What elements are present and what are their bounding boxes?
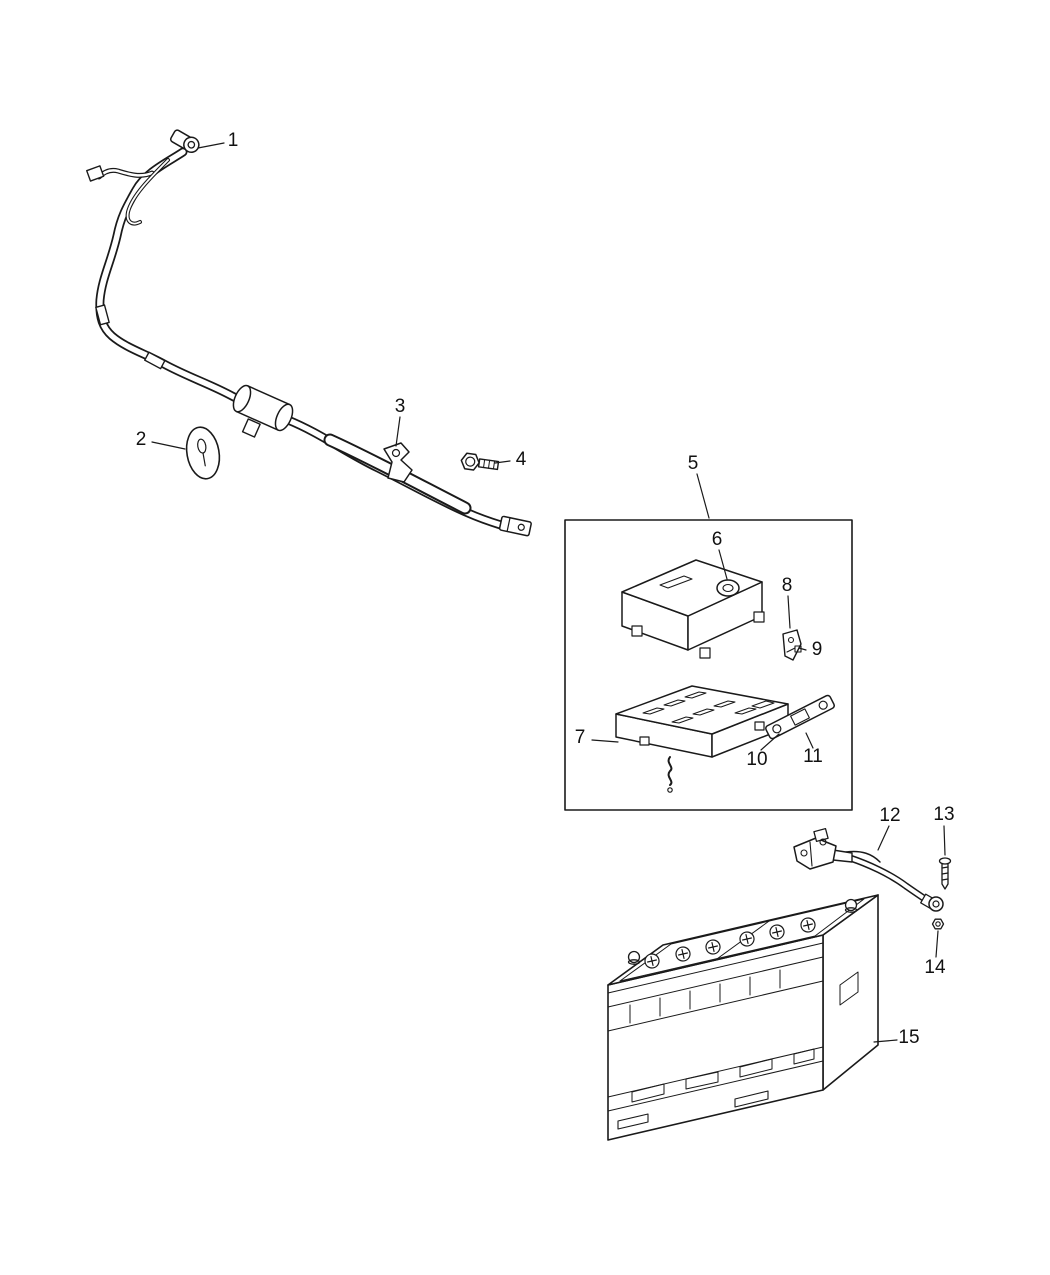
callout-15: 15 <box>898 1027 919 1048</box>
callout-4: 4 <box>516 449 527 470</box>
leader-line-5 <box>696 473 710 519</box>
callout-3: 3 <box>395 396 406 417</box>
battery-drawing <box>607 894 879 1141</box>
leader-line-9 <box>798 647 807 651</box>
leader-lines <box>151 142 946 1043</box>
callout-12: 12 <box>879 805 900 826</box>
callout-2: 2 <box>136 429 147 450</box>
nut-drawing <box>931 918 945 930</box>
leader-line-3 <box>395 416 401 447</box>
fusebox-boundary-box <box>564 519 853 811</box>
leader-line-13 <box>943 825 946 856</box>
callout-1: 1 <box>228 130 239 151</box>
battery-cell-caps <box>644 917 816 969</box>
leader-line-8 <box>787 595 791 629</box>
bracket-drawing <box>383 442 413 483</box>
leader-line-7 <box>591 739 619 743</box>
callout-14: 14 <box>924 957 946 978</box>
screw-drawing <box>938 857 952 890</box>
callout-11: 11 <box>803 746 823 767</box>
fuse-link-drawing <box>782 629 802 661</box>
leader-line-2 <box>151 441 186 450</box>
fuse-block-drawing <box>615 685 789 793</box>
leader-line-1 <box>197 142 225 149</box>
leader-line-15 <box>873 1039 898 1043</box>
bolt-drawing <box>460 452 500 471</box>
callout-10: 10 <box>746 749 767 770</box>
callout-7: 7 <box>575 727 586 748</box>
fuse-strap-drawing <box>765 694 835 740</box>
callout-8: 8 <box>782 575 793 596</box>
callout-5: 5 <box>688 453 699 474</box>
callout-9: 9 <box>812 639 823 660</box>
leader-line-11 <box>805 732 814 749</box>
leader-line-10 <box>760 733 780 751</box>
positive-battery-cable-drawing <box>86 129 532 537</box>
leader-line-4 <box>494 460 511 464</box>
battery-terminal-posts <box>627 898 858 965</box>
callout-6: 6 <box>712 529 723 550</box>
callout-13: 13 <box>933 804 954 825</box>
grommet-drawing <box>185 426 221 480</box>
callout-labels: 1 2 3 4 5 6 7 8 9 10 11 12 13 14 15 <box>136 130 955 1048</box>
leader-line-6 <box>718 549 728 580</box>
fusebox-cover-drawing <box>621 559 765 659</box>
negative-battery-cable-drawing <box>793 827 944 912</box>
leader-line-14 <box>935 930 939 958</box>
leader-line-12 <box>877 825 890 851</box>
